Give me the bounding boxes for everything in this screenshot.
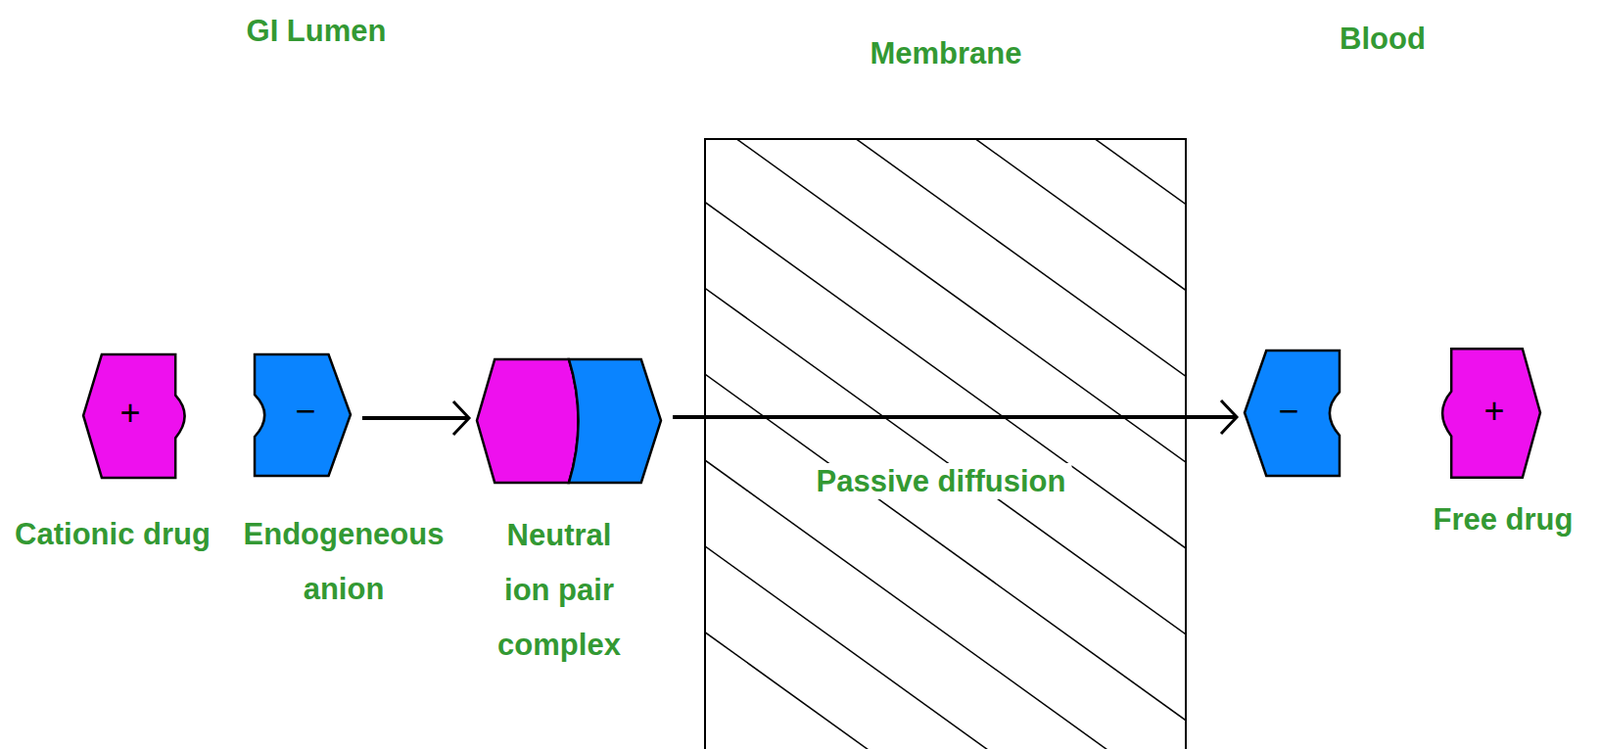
- region-heading: Blood: [1339, 20, 1426, 57]
- membrane-box: MembranePassive diffusion: [704, 138, 1187, 749]
- minus-sign: −: [1277, 393, 1299, 429]
- region-heading: GI Lumen: [246, 12, 387, 49]
- minus-sign: −: [294, 393, 316, 429]
- complex-label: Neutral ion pair complex: [488, 508, 631, 672]
- arrow-connector: [672, 400, 1237, 434]
- membrane-title: Membrane: [869, 35, 1022, 72]
- cation-shape: +Cationic drug: [81, 352, 194, 480]
- membrane-text: Passive diffusion: [810, 463, 1073, 500]
- plus-sign: +: [1483, 393, 1505, 429]
- arrow-connector: [362, 401, 470, 435]
- anion-label: Endogeneous anion: [235, 507, 453, 617]
- plus-sign: +: [119, 395, 141, 431]
- hatch-lines: [705, 139, 1186, 749]
- drug-label: Cationic drug: [14, 507, 211, 563]
- cation-shape: +Free drug: [1433, 346, 1543, 480]
- drug-label: Free drug: [1433, 492, 1574, 548]
- shape-outline: [474, 357, 663, 485]
- ion-pair-shape: Neutral ion pair complex: [474, 357, 663, 485]
- anion-shape: −: [1242, 348, 1342, 478]
- anion-shape: −Endogeneous anion: [252, 352, 353, 478]
